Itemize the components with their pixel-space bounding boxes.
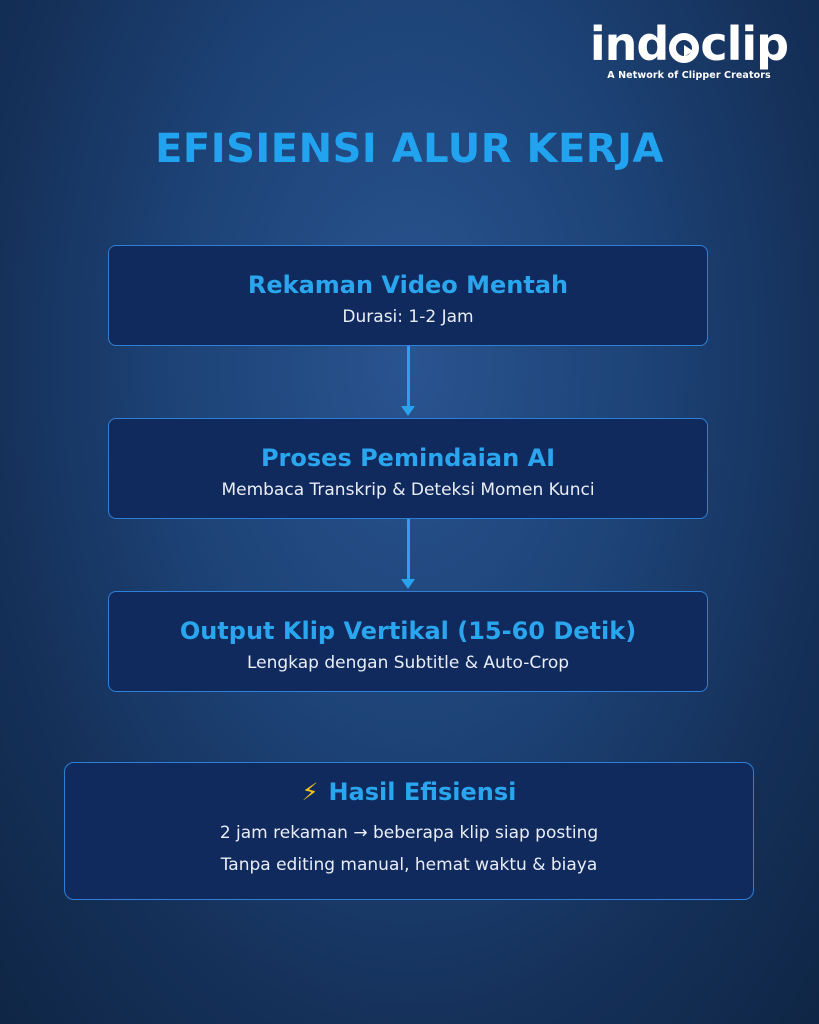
step-subtitle: Membaca Transkrip & Deteksi Momen Kunci (221, 480, 595, 500)
result-line-2: Tanpa editing manual, hemat waktu & biay… (220, 855, 598, 875)
result-box: ⚡ Hasil Efisiensi 2 jam rekaman → bebera… (64, 762, 754, 900)
step-subtitle: Lengkap dengan Subtitle & Auto-Crop (246, 653, 570, 673)
result-title: Hasil Efisiensi (328, 778, 517, 806)
step-title: Proses Pemindaian AI (260, 444, 556, 472)
result-line-1: 2 jam rekaman → beberapa klip siap posti… (219, 823, 599, 843)
page-title: EFISIENSI ALUR KERJA (155, 126, 664, 172)
step-subtitle: Durasi: 1-2 Jam (342, 307, 474, 327)
brand-wordmark: ind clip (583, 20, 795, 68)
lightning-icon: ⚡ (301, 778, 319, 806)
brand-tagline: A Network of Clipper Creators (607, 70, 771, 81)
brand-logo: ind clip A Network of Clipper Creators (583, 20, 795, 81)
play-icon (669, 33, 700, 63)
step-title: Rekaman Video Mentah (247, 271, 569, 299)
result-heading: ⚡ Hasil Efisiensi (65, 778, 753, 806)
step-output-clip: Output Klip Vertikal (15-60 Detik) Lengk… (108, 591, 708, 692)
step-title: Output Klip Vertikal (15-60 Detik) (179, 617, 637, 645)
brand-name-prefix: ind (589, 17, 669, 71)
brand-name-suffix: clip (700, 17, 789, 71)
step-ai-scan: Proses Pemindaian AI Membaca Transkrip &… (108, 418, 708, 519)
step-raw-video: Rekaman Video Mentah Durasi: 1-2 Jam (108, 245, 708, 346)
